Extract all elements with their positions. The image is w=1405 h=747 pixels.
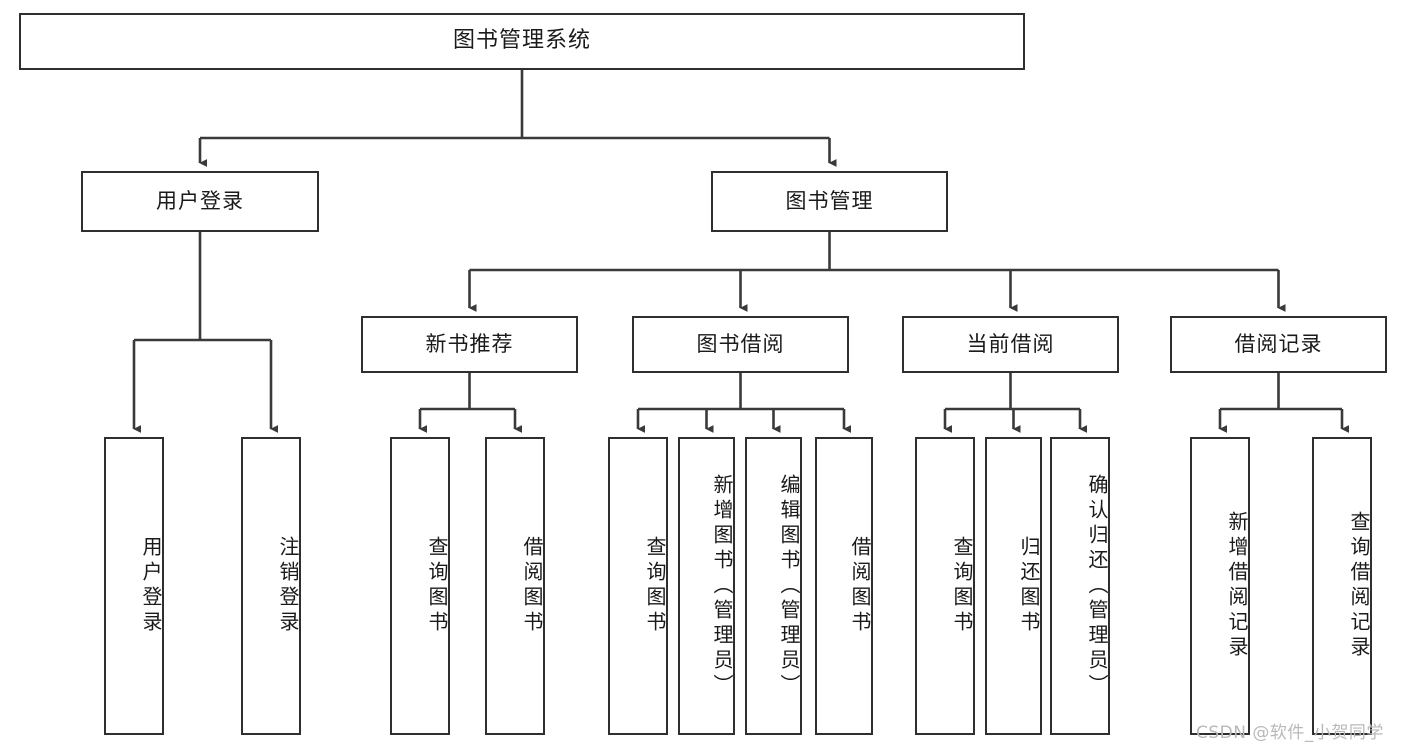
node-leaf-confirm-return-admin[interactable]: 确认归还（管理员） xyxy=(1050,437,1110,735)
node-new-book-recommend-label: 新书推荐 xyxy=(425,331,514,356)
node-leaf-borrow-book[interactable]: 借阅图书 xyxy=(815,437,873,735)
node-leaf-edit-book-admin-label: 编辑图书（管理员） xyxy=(777,473,801,699)
node-leaf-query-book-borrow[interactable]: 查询图书 xyxy=(608,437,668,735)
node-leaf-query-book-rec-label: 查询图书 xyxy=(425,536,449,636)
node-book-borrow[interactable]: 图书借阅 xyxy=(632,316,849,373)
node-user-login-label: 用户登录 xyxy=(156,188,244,213)
node-leaf-query-borrow-record[interactable]: 查询借阅记录 xyxy=(1312,437,1372,735)
node-leaf-return-book[interactable]: 归还图书 xyxy=(985,437,1042,735)
node-leaf-query-book-current[interactable]: 查询图书 xyxy=(915,437,975,735)
node-leaf-add-borrow-record[interactable]: 新增借阅记录 xyxy=(1190,437,1250,735)
node-leaf-query-book-rec[interactable]: 查询图书 xyxy=(390,437,450,735)
node-leaf-add-borrow-record-label: 新增借阅记录 xyxy=(1225,511,1249,661)
node-book-manage[interactable]: 图书管理 xyxy=(711,171,948,232)
node-leaf-borrow-book-rec[interactable]: 借阅图书 xyxy=(485,437,545,735)
node-leaf-add-book-admin-label: 新增图书（管理员） xyxy=(710,473,734,699)
node-leaf-logout[interactable]: 注销登录 xyxy=(241,437,301,735)
node-root[interactable]: 图书管理系统 xyxy=(19,13,1025,70)
node-leaf-logout-label: 注销登录 xyxy=(276,536,300,636)
node-current-borrow[interactable]: 当前借阅 xyxy=(902,316,1119,373)
node-leaf-query-book-current-label: 查询图书 xyxy=(950,536,974,636)
node-book-manage-label: 图书管理 xyxy=(785,188,874,213)
watermark: CSDN @软件_小贺同学 xyxy=(1196,723,1384,743)
node-leaf-edit-book-admin[interactable]: 编辑图书（管理员） xyxy=(745,437,802,735)
node-leaf-return-book-label: 归还图书 xyxy=(1017,536,1041,636)
node-leaf-confirm-return-admin-label: 确认归还（管理员） xyxy=(1085,473,1109,699)
node-leaf-query-borrow-record-label: 查询借阅记录 xyxy=(1347,511,1371,661)
node-root-label: 图书管理系统 xyxy=(452,28,591,54)
node-leaf-add-book-admin[interactable]: 新增图书（管理员） xyxy=(678,437,735,735)
node-leaf-borrow-book-label: 借阅图书 xyxy=(848,536,872,636)
node-leaf-borrow-book-rec-label: 借阅图书 xyxy=(520,536,544,636)
node-leaf-query-book-borrow-label: 查询图书 xyxy=(643,536,667,636)
edge-paths xyxy=(132,70,1350,433)
node-borrow-record[interactable]: 借阅记录 xyxy=(1170,316,1387,373)
node-leaf-user-login[interactable]: 用户登录 xyxy=(104,437,164,735)
node-leaf-user-login-label: 用户登录 xyxy=(139,536,163,636)
node-borrow-record-label: 借阅记录 xyxy=(1234,331,1323,356)
node-book-borrow-label: 图书借阅 xyxy=(696,331,785,356)
node-new-book-recommend[interactable]: 新书推荐 xyxy=(361,316,578,373)
node-current-borrow-label: 当前借阅 xyxy=(966,331,1055,356)
node-user-login[interactable]: 用户登录 xyxy=(81,171,319,232)
